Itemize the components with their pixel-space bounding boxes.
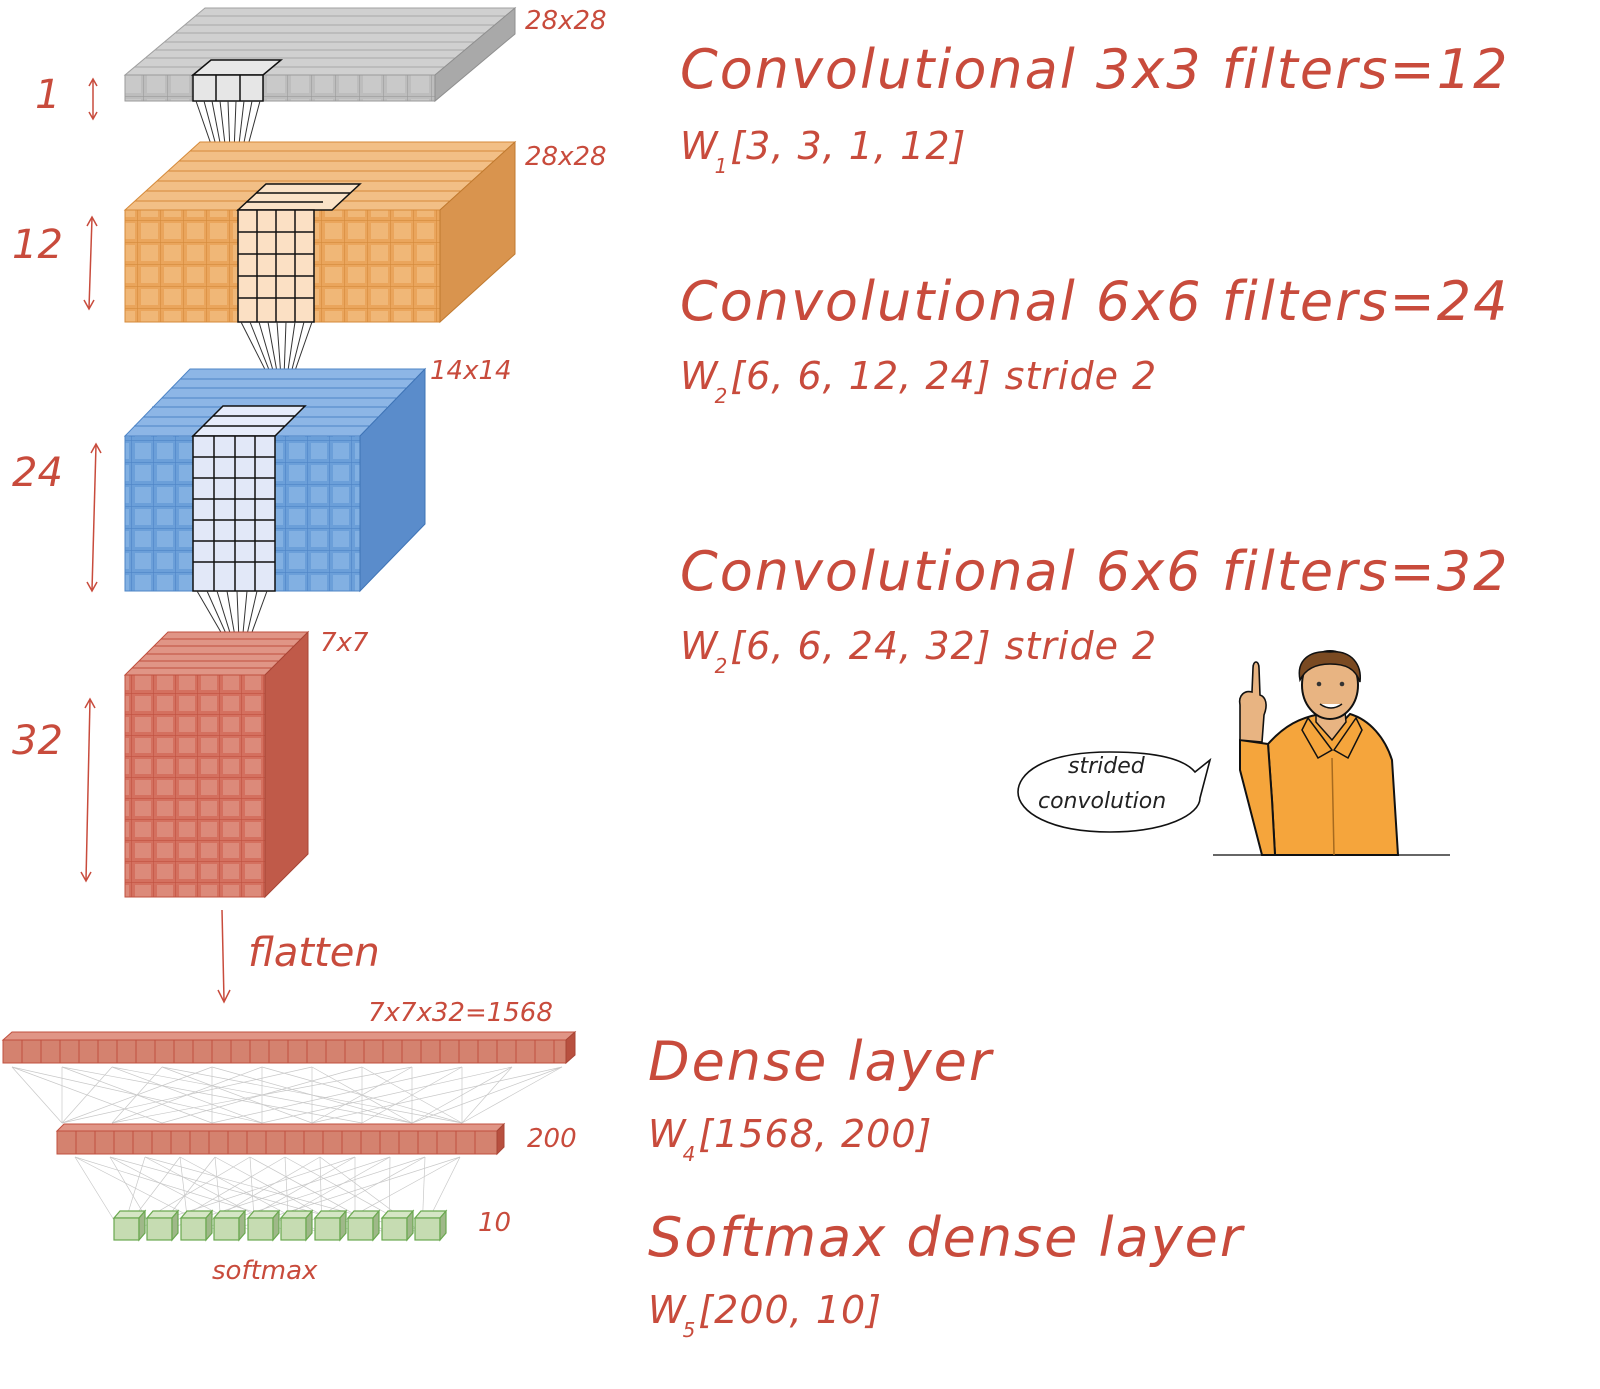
conv2-weight-extra: stride 2 (1004, 354, 1158, 398)
input-depth-label: 1 (35, 72, 61, 118)
flatten-label: flatten (248, 930, 380, 976)
dense-connections-1 (11, 1066, 563, 1124)
dense-vector-block (55, 1122, 506, 1156)
conv3-title: Convolutional 6x6 filters=32 (680, 540, 1510, 603)
flatten-arrow (217, 909, 231, 1004)
conv3-weight-sub: 2 (714, 654, 729, 678)
conv2-weight: W2[6, 6, 12, 24] stride 2 (680, 354, 1157, 408)
presenter-illustration (1213, 650, 1450, 856)
conv3-depth-label: 32 (12, 718, 63, 764)
conv1-weight: W1[3, 3, 1, 12] (680, 124, 966, 178)
softmax-bottom-label: softmax (212, 1256, 318, 1286)
speech-bubble-line1: strided (1068, 754, 1146, 779)
conv1-depth-label: 12 (12, 222, 63, 268)
conv2-layer-block (123, 367, 427, 593)
conv2-weight-name: W (680, 354, 719, 398)
input-size-label: 28x28 (525, 6, 607, 36)
softmax-size-label: 10 (478, 1208, 512, 1238)
conv1-title: Convolutional 3x3 filters=12 (680, 38, 1510, 101)
conv2-weight-shape: [6, 6, 12, 24] (730, 354, 992, 398)
dense-weight-sub: 4 (682, 1142, 697, 1166)
conv3-weight-shape: [6, 6, 24, 32] (730, 624, 992, 668)
conv1-weight-sub: 1 (714, 154, 729, 178)
depth-arrows (80, 77, 102, 883)
speech-bubble-line2: convolution (1038, 789, 1166, 814)
dense-weight-name: W (648, 1112, 687, 1156)
conv1-weight-name: W (680, 124, 719, 168)
input-layer-block (123, 6, 517, 103)
dense-size-label: 200 (527, 1124, 577, 1154)
softmax-title: Softmax dense layer (648, 1206, 1245, 1269)
conv3-weight-name: W (680, 624, 719, 668)
conv2-title: Convolutional 6x6 filters=24 (680, 270, 1510, 333)
dense-weight-shape: [1568, 200] (698, 1112, 933, 1156)
dense-title: Dense layer (648, 1030, 994, 1093)
conv3-weight: W2[6, 6, 24, 32] stride 2 (680, 624, 1157, 678)
conv3-size-label: 7x7 (320, 628, 369, 658)
conv1-layer-block (123, 140, 517, 324)
softmax-weight-sub: 5 (682, 1318, 697, 1342)
speech-bubble: strided convolution (1017, 751, 1212, 833)
softmax-weight-shape: [200, 10] (698, 1288, 883, 1332)
conv3-weight-extra: stride 2 (1004, 624, 1158, 668)
conv2-depth-label: 24 (12, 450, 63, 496)
flatten-vector-block (1, 1030, 577, 1065)
softmax-weight: W5[200, 10] (648, 1288, 882, 1342)
conv2-size-label: 14x14 (430, 356, 512, 386)
softmax-weight-name: W (648, 1288, 687, 1332)
softmax-vector-block (112, 1209, 448, 1242)
conv1-size-label: 28x28 (525, 142, 607, 172)
conv1-weight-shape: [3, 3, 1, 12] (730, 124, 967, 168)
dense-weight: W4[1568, 200] (648, 1112, 932, 1166)
flatten-size-label: 7x7x32=1568 (368, 998, 553, 1028)
conv2-weight-sub: 2 (714, 384, 729, 408)
conv3-layer-block (123, 630, 310, 899)
